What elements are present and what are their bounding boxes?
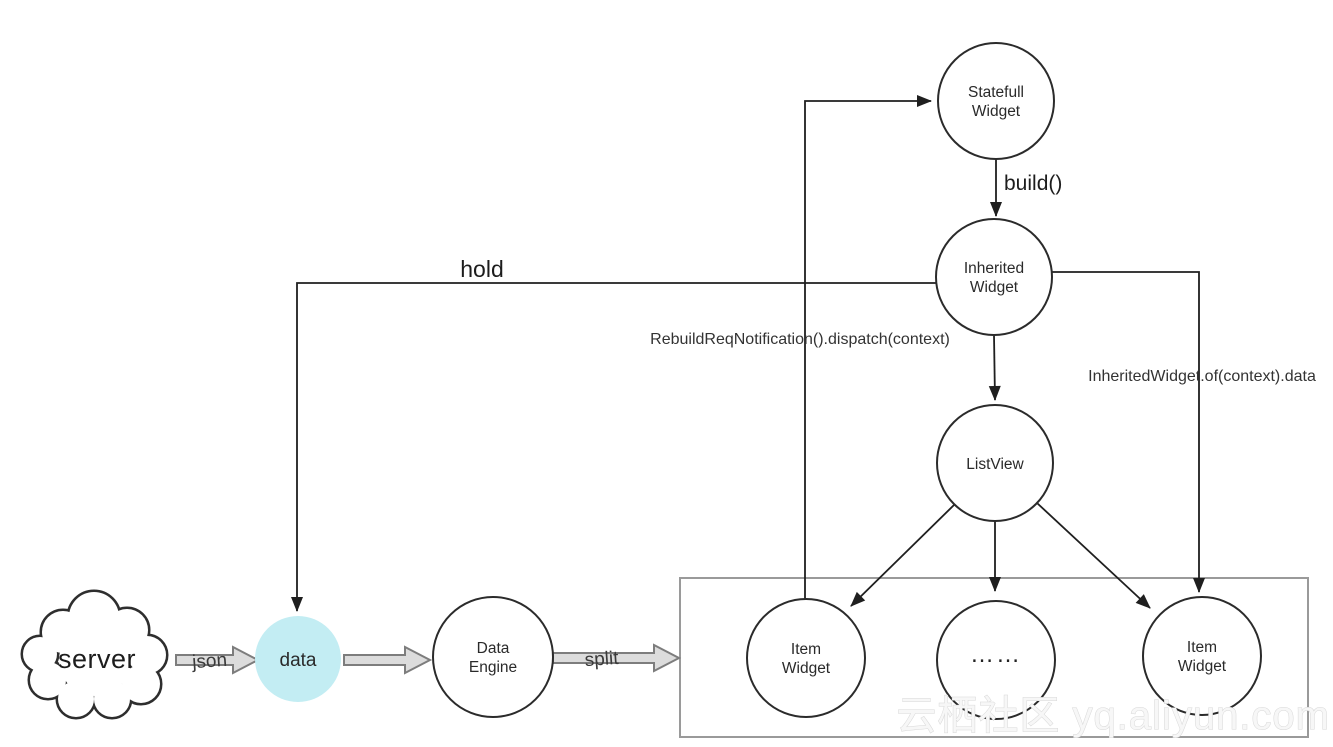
listview-node: ListView [936, 404, 1054, 522]
edge-listview-to-item-left [850, 504, 955, 607]
item-widget-right-node: Item Widget [1142, 596, 1262, 716]
data-node-label: data [280, 650, 317, 671]
inherited-widget-label-line1: Inherited [964, 260, 1024, 277]
hold-edge-label: hold [460, 256, 503, 282]
server-cloud: server [20, 589, 169, 720]
split-edge-label: split [584, 648, 620, 671]
data-engine-label-line1: Data [477, 640, 510, 657]
edge-inherited-to-listview [988, 334, 1001, 401]
watermark: 云栖社区 yq.aliyun.com [896, 694, 1330, 738]
build-edge-label: build() [1004, 172, 1062, 195]
rebuild-notification-label: RebuildReqNotification().dispatch(contex… [650, 331, 950, 348]
statefull-widget-label-line1: Statefull [968, 84, 1024, 101]
inherited-widget-label-line2: Widget [970, 279, 1019, 296]
json-block-arrow [175, 645, 261, 675]
statefull-widget-circle [937, 42, 1055, 160]
inherited-widget-circle [935, 218, 1053, 336]
data-engine-node: Data Engine [432, 596, 554, 718]
inheritedwidget-of-label: InheritedWidget.of(context).data [1088, 368, 1316, 385]
listview-circle [936, 404, 1054, 522]
statefull-widget-label-line2: Widget [972, 103, 1021, 120]
item-widget-middle-label: …… [970, 641, 1022, 668]
data-to-engine-block-arrow [343, 645, 433, 675]
item-widget-left-node: Item Widget [746, 598, 866, 718]
data-engine-label-line2: Engine [469, 659, 517, 676]
server-cloud-body [23, 592, 166, 717]
inherited-widget-node: Inherited Widget [935, 218, 1053, 336]
item-widget-right-circle [1142, 596, 1262, 716]
item-widget-left-circle [746, 598, 866, 718]
edge-hold-inherited-to-data [291, 282, 936, 612]
edge-inheritedof-to-item-right [1052, 271, 1205, 593]
data-node-circle [255, 616, 341, 702]
item-widget-middle-node: …… [936, 600, 1056, 720]
edge-rebuild-item-to-statefull [804, 95, 932, 599]
statefull-widget-node: Statefull Widget [937, 42, 1055, 160]
item-widget-right-label-line2: Widget [1178, 658, 1227, 675]
item-widget-middle-circle [936, 600, 1056, 720]
server-label: server [58, 644, 136, 674]
item-widget-left-label-line2: Widget [782, 660, 831, 677]
listview-label: ListView [966, 456, 1024, 473]
edge-listview-to-item-right [1036, 502, 1151, 609]
item-widget-right-label-line1: Item [1187, 639, 1217, 656]
split-block-arrow [552, 643, 682, 673]
data-engine-circle [432, 596, 554, 718]
data-node: data [255, 616, 341, 702]
json-edge-label: json [190, 650, 227, 673]
item-widget-left-label-line1: Item [791, 641, 821, 658]
